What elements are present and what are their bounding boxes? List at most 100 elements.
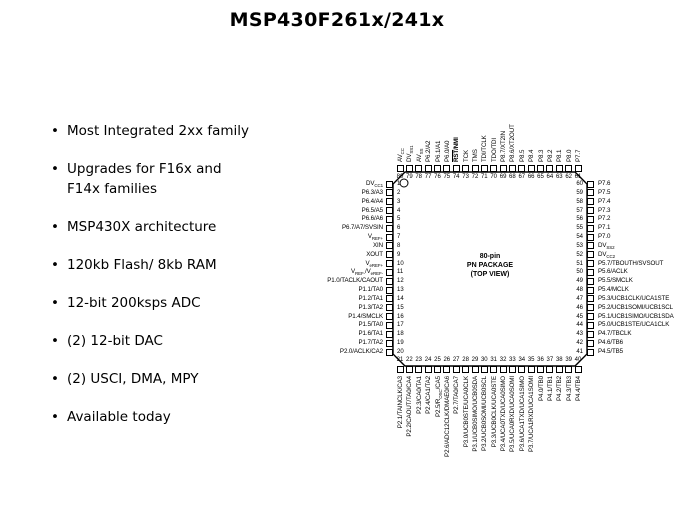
pin-label: TCK [462, 149, 470, 162]
pin-number: 36 [537, 357, 544, 363]
pin-label: DVCC1 [365, 180, 383, 189]
pin-box [386, 260, 393, 268]
pin-box [443, 366, 451, 373]
pin-box [386, 277, 393, 285]
pin-label: P1.3/TA2 [358, 303, 383, 311]
bullet-item: 12-bit 200ksps ADC [50, 293, 290, 313]
pin-box [386, 215, 393, 223]
pin-box [587, 224, 594, 232]
pin-label: P7.5 [598, 188, 611, 196]
pin-box [480, 366, 488, 373]
pin-box [386, 189, 393, 197]
pin-box [537, 366, 544, 373]
pin-number: 44 [576, 322, 583, 329]
pin-label: P3.6/UCA1TXD/UCA1SIMO [518, 376, 526, 452]
pin-box [490, 366, 498, 373]
pin-number: 42 [576, 340, 583, 347]
pin-label: P6.4/A4 [361, 197, 383, 205]
pin-box [587, 207, 594, 214]
pin-label: P4.1/TB1 [546, 376, 554, 401]
pin-box [508, 366, 516, 373]
bullet-item: MSP430X architecture [50, 217, 290, 237]
pin-label: P3.0/UCB0STE/UCA0CLK [462, 376, 470, 448]
pin-label: RST/NMI [453, 137, 461, 162]
pin-number: 63 [555, 174, 563, 180]
pin-number: 55 [576, 225, 583, 232]
pin-label: P6.3/A3 [361, 188, 383, 196]
pin-number: 59 [576, 189, 583, 196]
pin-box [462, 165, 470, 172]
pin-number: 43 [576, 331, 583, 338]
pin-label: P3.7/UCA1RXD/UCA1SOMI [528, 376, 536, 452]
pin-number: 40 [574, 357, 582, 363]
pin-label: P5.6/ACLK [598, 268, 628, 276]
pin-box [587, 251, 594, 259]
pin-box [386, 295, 393, 303]
pin-number: 2 [397, 189, 401, 196]
pin-number: 65 [537, 174, 544, 180]
pin-number: 66 [527, 174, 535, 180]
pin-box [587, 313, 594, 321]
pin-number: 20 [397, 349, 404, 355]
pin-number: 10 [397, 260, 404, 267]
pin-box [508, 165, 516, 172]
pin-number: 7 [397, 234, 401, 240]
pin-number: 38 [555, 357, 563, 363]
pin-label: P8.2 [546, 149, 554, 162]
pin-number: 22 [406, 357, 413, 363]
pin-label: P2.4/CA1/TA2 [425, 376, 433, 414]
pin-number: 23 [415, 357, 423, 363]
pin-box [490, 165, 498, 172]
pin-label: DVSS2 [598, 241, 615, 251]
pin-number: 27 [452, 357, 460, 363]
pin-box [537, 165, 544, 172]
pin-box [587, 286, 594, 294]
pin-label: P1.0/TACLK/CAOUT [327, 277, 383, 285]
page-title: MSP430F261x/241x [229, 9, 445, 31]
pin-number: 76 [434, 174, 441, 180]
pin-number: 51 [576, 260, 583, 267]
pin-box [471, 366, 479, 373]
pin-box [424, 165, 432, 172]
pin-number: 26 [443, 357, 451, 363]
pin-number: 15 [397, 304, 404, 311]
pin-label: VREF+ [367, 233, 383, 242]
pin-box [518, 165, 526, 172]
pin-label: P7.0 [598, 233, 611, 240]
pin-number: 46 [576, 304, 583, 311]
pin-box [565, 165, 573, 172]
pin-box [386, 348, 393, 356]
pin-label: P4.5/TB5 [598, 348, 623, 355]
pin-label: P8.4 [528, 149, 536, 162]
pin-label: P4.3/TB3 [565, 376, 573, 401]
pin-label: P8.0 [565, 149, 573, 162]
pin-number: 49 [576, 278, 583, 285]
pin-label: P7.3 [598, 206, 611, 214]
pin-number: 13 [397, 287, 404, 294]
pin-label: P6.1/A1 [434, 140, 442, 162]
pin-box [480, 165, 488, 172]
pin-number: 21 [396, 357, 404, 363]
pin-number: 57 [576, 207, 583, 214]
pin-label: P2.1/TAINCLK/CA3 [397, 376, 404, 429]
pin-box [574, 366, 582, 373]
pin-number: 9 [397, 251, 401, 258]
pin-label: P1.2/TA1 [358, 294, 383, 302]
bullet-item: Most Integrated 2xx family [50, 121, 290, 141]
pin-label: TDO/TDI [490, 137, 498, 162]
pin-number: 4 [397, 207, 401, 214]
pin-number: 11 [397, 269, 404, 276]
pin-box [386, 224, 393, 232]
pin-number: 56 [576, 216, 583, 223]
pin-label: TMS [472, 149, 479, 162]
pin-number: 41 [576, 349, 583, 355]
pin-box [386, 268, 393, 276]
pin-box [405, 366, 413, 373]
pin-number: 19 [397, 340, 404, 347]
pin-box [462, 366, 470, 373]
pin-box [386, 198, 393, 206]
package-line: (TOP VIEW) [470, 271, 510, 278]
pin-box [546, 366, 554, 373]
bullet-item: Upgrades for F16x and F14x families [50, 159, 290, 199]
bullet-item: (2) USCI, DMA, MPY [50, 369, 290, 389]
